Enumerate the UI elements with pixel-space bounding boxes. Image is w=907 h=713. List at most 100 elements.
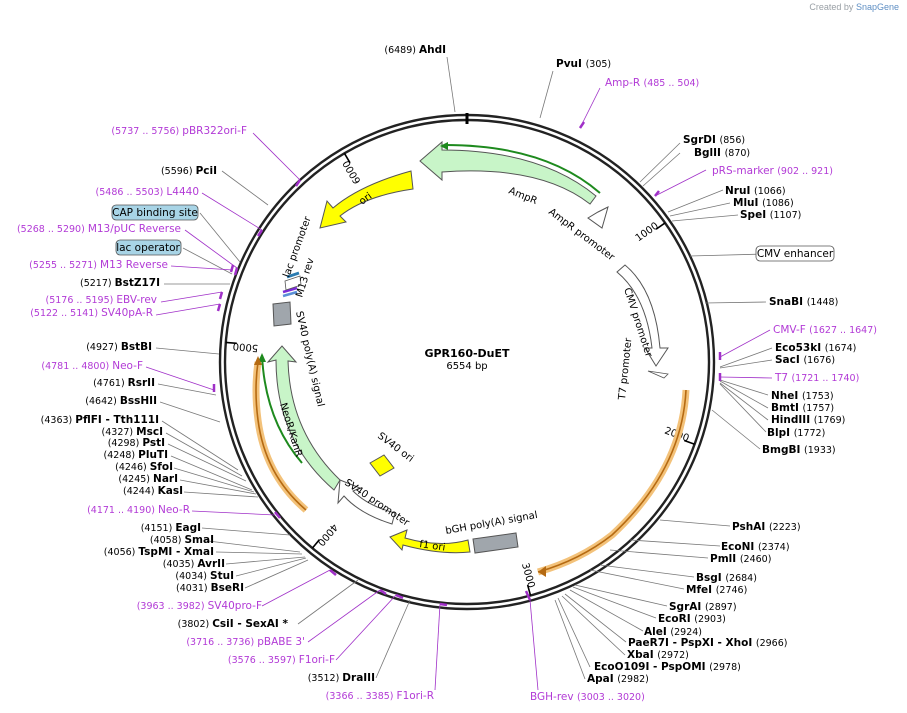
left-site-label: (4151) EagI <box>141 522 201 534</box>
CMV-enhancer-box <box>755 245 835 262</box>
AmpR-strand-line <box>444 144 601 194</box>
right-site-label: CMV-F (1627 .. 1647) <box>773 324 877 336</box>
tick-mark <box>225 341 237 345</box>
left-site-label: (4035) AvrII <box>163 558 225 570</box>
CMV-enhancer-label: CMV enhancer <box>757 248 834 260</box>
left-site-label: (4927) BstBI <box>86 341 152 353</box>
right-site-label: Amp-R (485 .. 504) <box>605 77 699 89</box>
plasmid-name: GPR160-DuET <box>424 347 510 360</box>
right-site-label: ApaI (2982) <box>587 673 649 685</box>
left-site-label: (3576 .. 3597) F1ori-F <box>228 654 335 666</box>
lac-operator-label: lac operator <box>116 242 180 254</box>
lac-promoter-arrow <box>284 275 302 291</box>
tick-label: 6000 <box>341 158 363 186</box>
left-site-label: (4056) TspMI - XmaI <box>104 546 214 558</box>
left-site-label: (4244) KasI <box>123 485 183 497</box>
left-site-label: (4245) NarI <box>118 473 178 485</box>
snapgene-credit: Created by SnapGene <box>809 2 899 12</box>
right-site-label: SnaBI (1448) <box>769 296 838 308</box>
right-site-label: SacI (1676) <box>775 354 835 366</box>
left-site-label: (3716 .. 3736) pBABE 3' <box>186 636 305 648</box>
right-site-label: PaeR7I - PspXI - XhoI (2966) <box>628 637 787 649</box>
SV40-polyA-label: SV40 poly(A) signal <box>293 310 326 408</box>
left-site-label: (4761) RsrII <box>93 377 155 389</box>
right-site-label: SgrAI (2897) <box>669 601 737 613</box>
left-site-label: (3366 .. 3385) F1ori-R <box>326 690 434 702</box>
left-site-label: (3802) CsiI - SexAI * <box>178 618 289 630</box>
CAP-binding-site-label: CAP binding site <box>112 207 198 219</box>
left-site-label: (4034) StuI <box>175 570 234 582</box>
SV40-polyA-box <box>272 301 292 327</box>
right-site-label: BglII (870) <box>694 147 750 159</box>
left-site-label: (5217) BstZ17I <box>80 277 160 289</box>
right-site-label: SgrDI (856) <box>683 134 745 146</box>
tick-mark <box>526 584 532 596</box>
T7-promoter-label: T7 promoter <box>617 337 635 402</box>
right-site-label: MfeI (2746) <box>686 584 747 596</box>
left-site-label: (5255 .. 5271) M13 Reverse <box>29 259 168 271</box>
left-site-label: (3512) DraIII <box>308 672 375 684</box>
primer-marks <box>212 121 722 607</box>
left-site-label: (5737 .. 5756) pBR322ori-F <box>111 125 247 137</box>
left-site-label: (5596) PciI <box>161 165 217 177</box>
CMV-promoter-arrow <box>616 264 669 367</box>
left-site-label: (3963 .. 3982) SV40pro-F <box>137 600 262 612</box>
left-site-labels: (6489) AhdI (5737 .. 5756) pBR322ori-F (55… <box>17 44 446 702</box>
tick-label: 5000 <box>232 340 258 353</box>
left-site-label: (4246) SfoI <box>115 461 173 473</box>
left-site-label: (4781 .. 4800) Neo-F <box>41 360 143 372</box>
AmpR-promoter-label: AmpR promoter <box>546 207 617 264</box>
right-site-label: Eco53kI (1674) <box>775 342 856 354</box>
M13-rev-mark <box>282 286 298 294</box>
CAP-binding-site-box <box>111 204 199 221</box>
right-site-label: EcoRI (2903) <box>658 613 726 625</box>
right-site-label: NheI (1753) <box>771 390 834 402</box>
AmpR-label: AmpR <box>507 186 539 207</box>
right-site-label: XbaI (2972) <box>627 649 689 661</box>
lac-operator-box <box>115 239 182 256</box>
tick-mark <box>311 539 321 549</box>
left-site-label: (5268 .. 5290) M13/pUC Reverse <box>17 223 181 235</box>
orf-highlight-right <box>537 389 690 576</box>
right-site-label: MluI (1086) <box>733 197 794 209</box>
right-site-label: PshAI (2223) <box>732 521 801 533</box>
bGH-polyA-box <box>472 532 519 554</box>
right-site-label: HindIII (1769) <box>771 414 845 426</box>
ori-arrow <box>319 170 414 229</box>
left-site-label: (5122 .. 5141) SV40pA-R <box>30 307 153 319</box>
T7-promoter-arrow <box>647 370 669 379</box>
f1-ori-label: f1 ori <box>419 539 446 554</box>
right-site-label: AleI (2924) <box>644 626 702 638</box>
right-site-label: BlpI (1772) <box>767 427 825 439</box>
right-site-label: PmlI (2460) <box>710 553 771 565</box>
SV40-ori-box <box>369 454 395 477</box>
left-site-label: (5176 .. 5195) EBV-rev <box>45 294 157 306</box>
left-site-label: (4171 .. 4190) Neo-R <box>87 504 190 516</box>
right-site-label: pRS-marker (902 .. 921) <box>712 165 833 177</box>
right-site-label: BGH-rev (3003 .. 3020) <box>530 691 645 703</box>
left-site-label: (4642) BssHII <box>85 395 157 407</box>
left-site-label: (4327) MscI <box>102 426 163 438</box>
left-site-label: (4298) PstI <box>108 437 165 449</box>
right-site-label: EcoO109I - PspOMI (2978) <box>594 661 741 673</box>
left-site-label: (4031) BseRI <box>176 582 244 594</box>
f1-ori-arrow <box>389 529 471 554</box>
left-site-label: (4363) PflFI - Tth111I <box>41 414 159 426</box>
features <box>252 140 690 577</box>
tick-label: 3000 <box>519 562 536 589</box>
right-site-labels: PvuI (305)Amp-R (485 .. 504)SgrDI (856)B… <box>530 58 877 703</box>
tick-mark <box>655 222 666 230</box>
tick-label: 1000 <box>634 221 661 245</box>
right-site-label: SpeI (1107) <box>740 209 801 221</box>
AmpR-promoter-arrow <box>587 206 609 229</box>
left-site-label: (4058) SmaI <box>150 534 214 546</box>
left-site-label: (4248) PluTI <box>104 449 168 461</box>
NeoR-KanR-arrow <box>266 345 341 491</box>
left-site-label: (6489) AhdI <box>384 44 446 56</box>
label-leader-lines <box>145 56 773 691</box>
bGH-label: bGH poly(A) signal <box>445 510 539 537</box>
right-site-label: BmgBI (1933) <box>762 444 836 456</box>
right-site-label: T7 (1721 .. 1740) <box>774 372 859 384</box>
tick-label: 4000 <box>315 521 340 548</box>
